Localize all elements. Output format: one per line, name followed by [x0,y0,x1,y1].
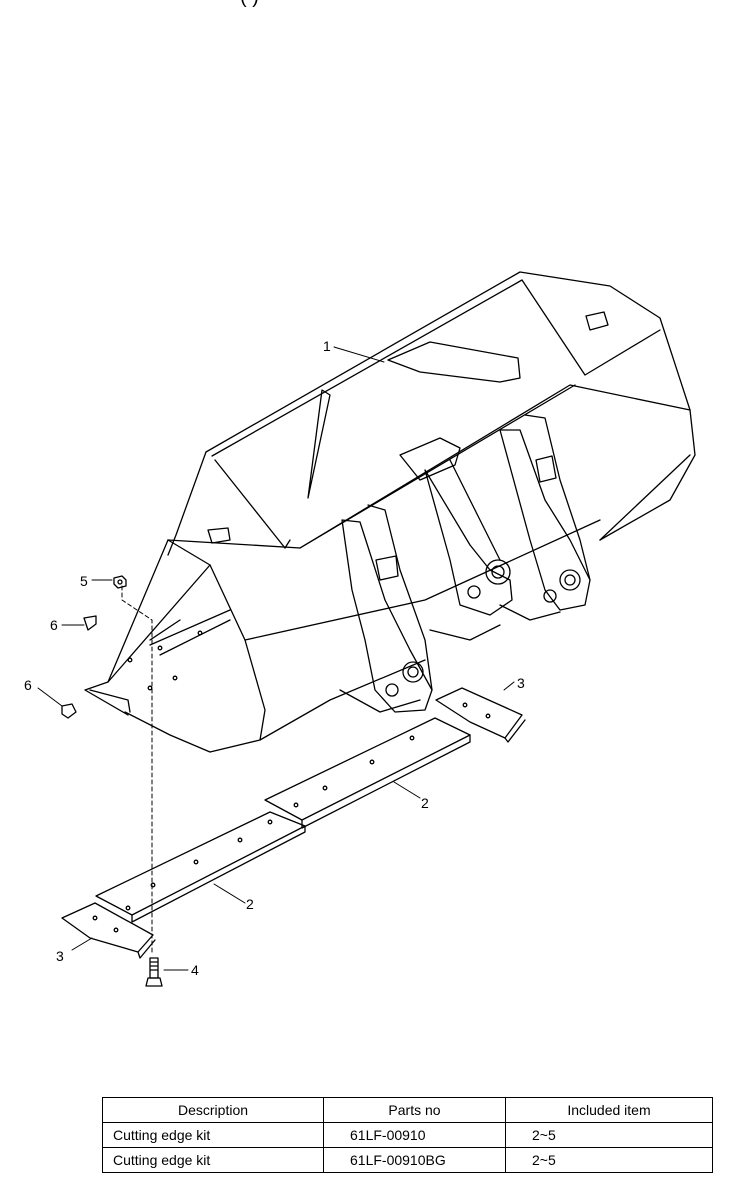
cell-included-item: 2~5 [505,1147,713,1173]
parts-table: Description Parts no Included item Cutti… [102,1097,713,1173]
cutting-edge-left [95,811,306,923]
header-included-item: Included item [505,1097,713,1123]
callout-3-left: 3 [56,948,64,964]
bolt-4 [145,957,163,987]
nut-5 [113,575,127,589]
cell-parts-no: 61LF-00910 [323,1122,506,1148]
cell-parts-no: 61LF-00910BG [323,1147,506,1173]
cell-included-item: 2~5 [505,1122,713,1148]
cell-description: Cutting edge kit [102,1147,324,1173]
leader-lines [37,346,515,971]
callout-2-right: 2 [421,795,429,811]
mounting-brackets [339,414,591,713]
header-description: Description [102,1097,324,1123]
clipped-header-text: ( ) [240,0,259,9]
header-parts-no: Parts no [323,1097,506,1123]
callout-5: 5 [80,573,88,589]
callout-6-lower: 6 [24,677,32,693]
callout-4: 4 [191,962,199,978]
plug-6-upper [83,615,97,631]
plug-6-lower [61,703,77,719]
bucket-body [84,271,696,753]
callout-1: 1 [323,338,331,354]
end-bit-right [435,687,526,743]
table-row: Cutting edge kit 61LF-00910 2~5 [102,1122,713,1148]
cell-description: Cutting edge kit [102,1122,324,1148]
end-bit-left [61,902,156,959]
bucket-exploded-diagram: 1 2 2 3 3 4 5 6 6 [24,271,696,987]
assembly-guide-lines [121,585,153,956]
callout-6-upper: 6 [50,617,58,633]
cutting-edge-right [264,717,471,829]
table-row: Cutting edge kit 61LF-00910BG 2~5 [102,1147,713,1173]
parts-table-header-row: Description Parts no Included item [102,1097,713,1123]
callout-3-right: 3 [517,675,525,691]
callout-2-left: 2 [246,896,254,912]
